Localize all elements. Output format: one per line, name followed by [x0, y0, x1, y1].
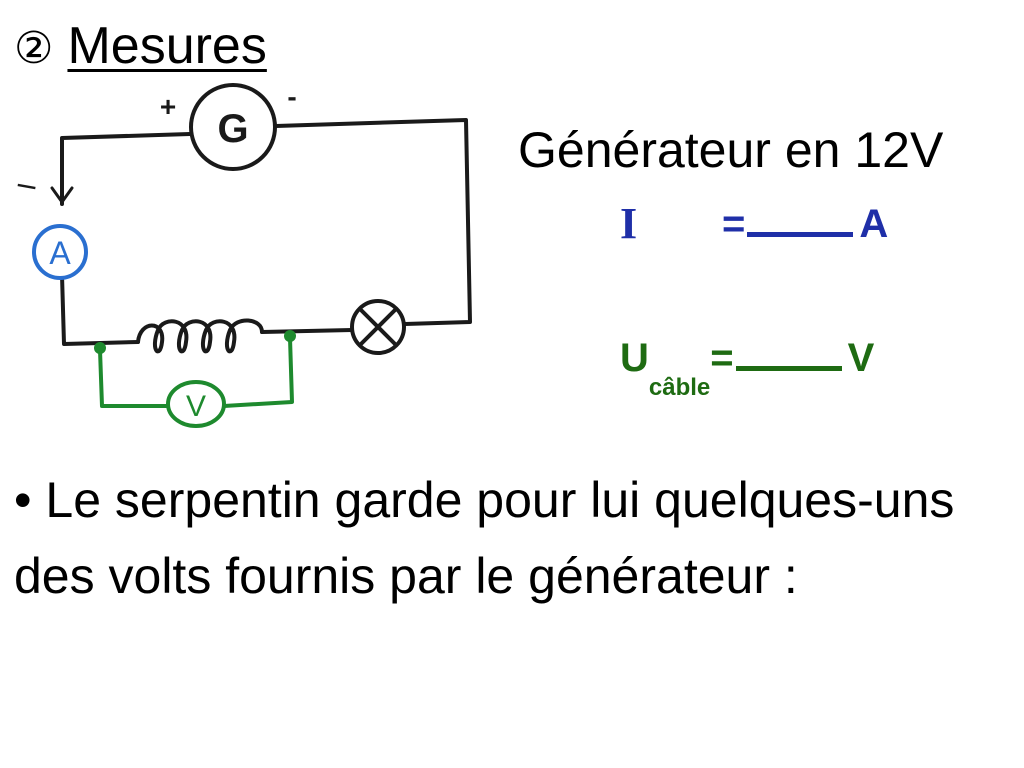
- wire-left: [60, 273, 140, 346]
- bullet-marker: •: [14, 472, 32, 528]
- junction-left: [94, 342, 106, 354]
- voltage-measurement: Ucâble= V: [620, 328, 874, 408]
- plus-sign: +: [160, 91, 176, 122]
- voltage-blank[interactable]: [735, 330, 842, 371]
- current-symbol: I: [620, 199, 638, 248]
- wire-top-right: [274, 118, 472, 326]
- generator: G + -: [160, 81, 297, 171]
- current-blank[interactable]: [747, 196, 854, 237]
- slide-title-text: Mesures: [67, 17, 267, 75]
- generator-setting: Générateur en 12V: [518, 122, 944, 178]
- body-text: Le serpentin garde pour lui quelques-uns…: [14, 472, 955, 604]
- ammeter-symbol: A: [49, 235, 71, 271]
- wire-coil-lamp: [260, 328, 354, 334]
- voltmeter-branch: [98, 337, 294, 408]
- voltage-subscript: câble: [648, 374, 711, 401]
- body-paragraph: • Le serpentin garde pour lui quelques-u…: [14, 462, 1010, 614]
- coil: [136, 318, 264, 354]
- junction-right: [284, 330, 296, 342]
- lamp: [350, 299, 406, 355]
- wire-top-left: [60, 132, 192, 206]
- voltage-unit: V: [847, 336, 875, 380]
- voltage-equals: =: [710, 336, 734, 380]
- current-answer: =A: [722, 194, 888, 254]
- generator-symbol: G: [217, 107, 248, 151]
- current-measurement: I =A: [620, 194, 888, 254]
- current-equals: =: [722, 202, 746, 246]
- voltmeter: V: [166, 380, 226, 428]
- circuit-diagram: I G + - A V: [11, 81, 472, 428]
- current-arrow: [50, 158, 74, 206]
- voltage-symbol: U: [620, 336, 649, 380]
- minus-sign: -: [287, 81, 296, 112]
- slide-title: ② Mesures: [14, 14, 267, 81]
- current-unit: A: [859, 202, 889, 246]
- voltmeter-symbol: V: [186, 390, 206, 423]
- ammeter: A: [32, 224, 88, 280]
- step-number: ②: [14, 23, 54, 74]
- current-label: I: [11, 180, 42, 192]
